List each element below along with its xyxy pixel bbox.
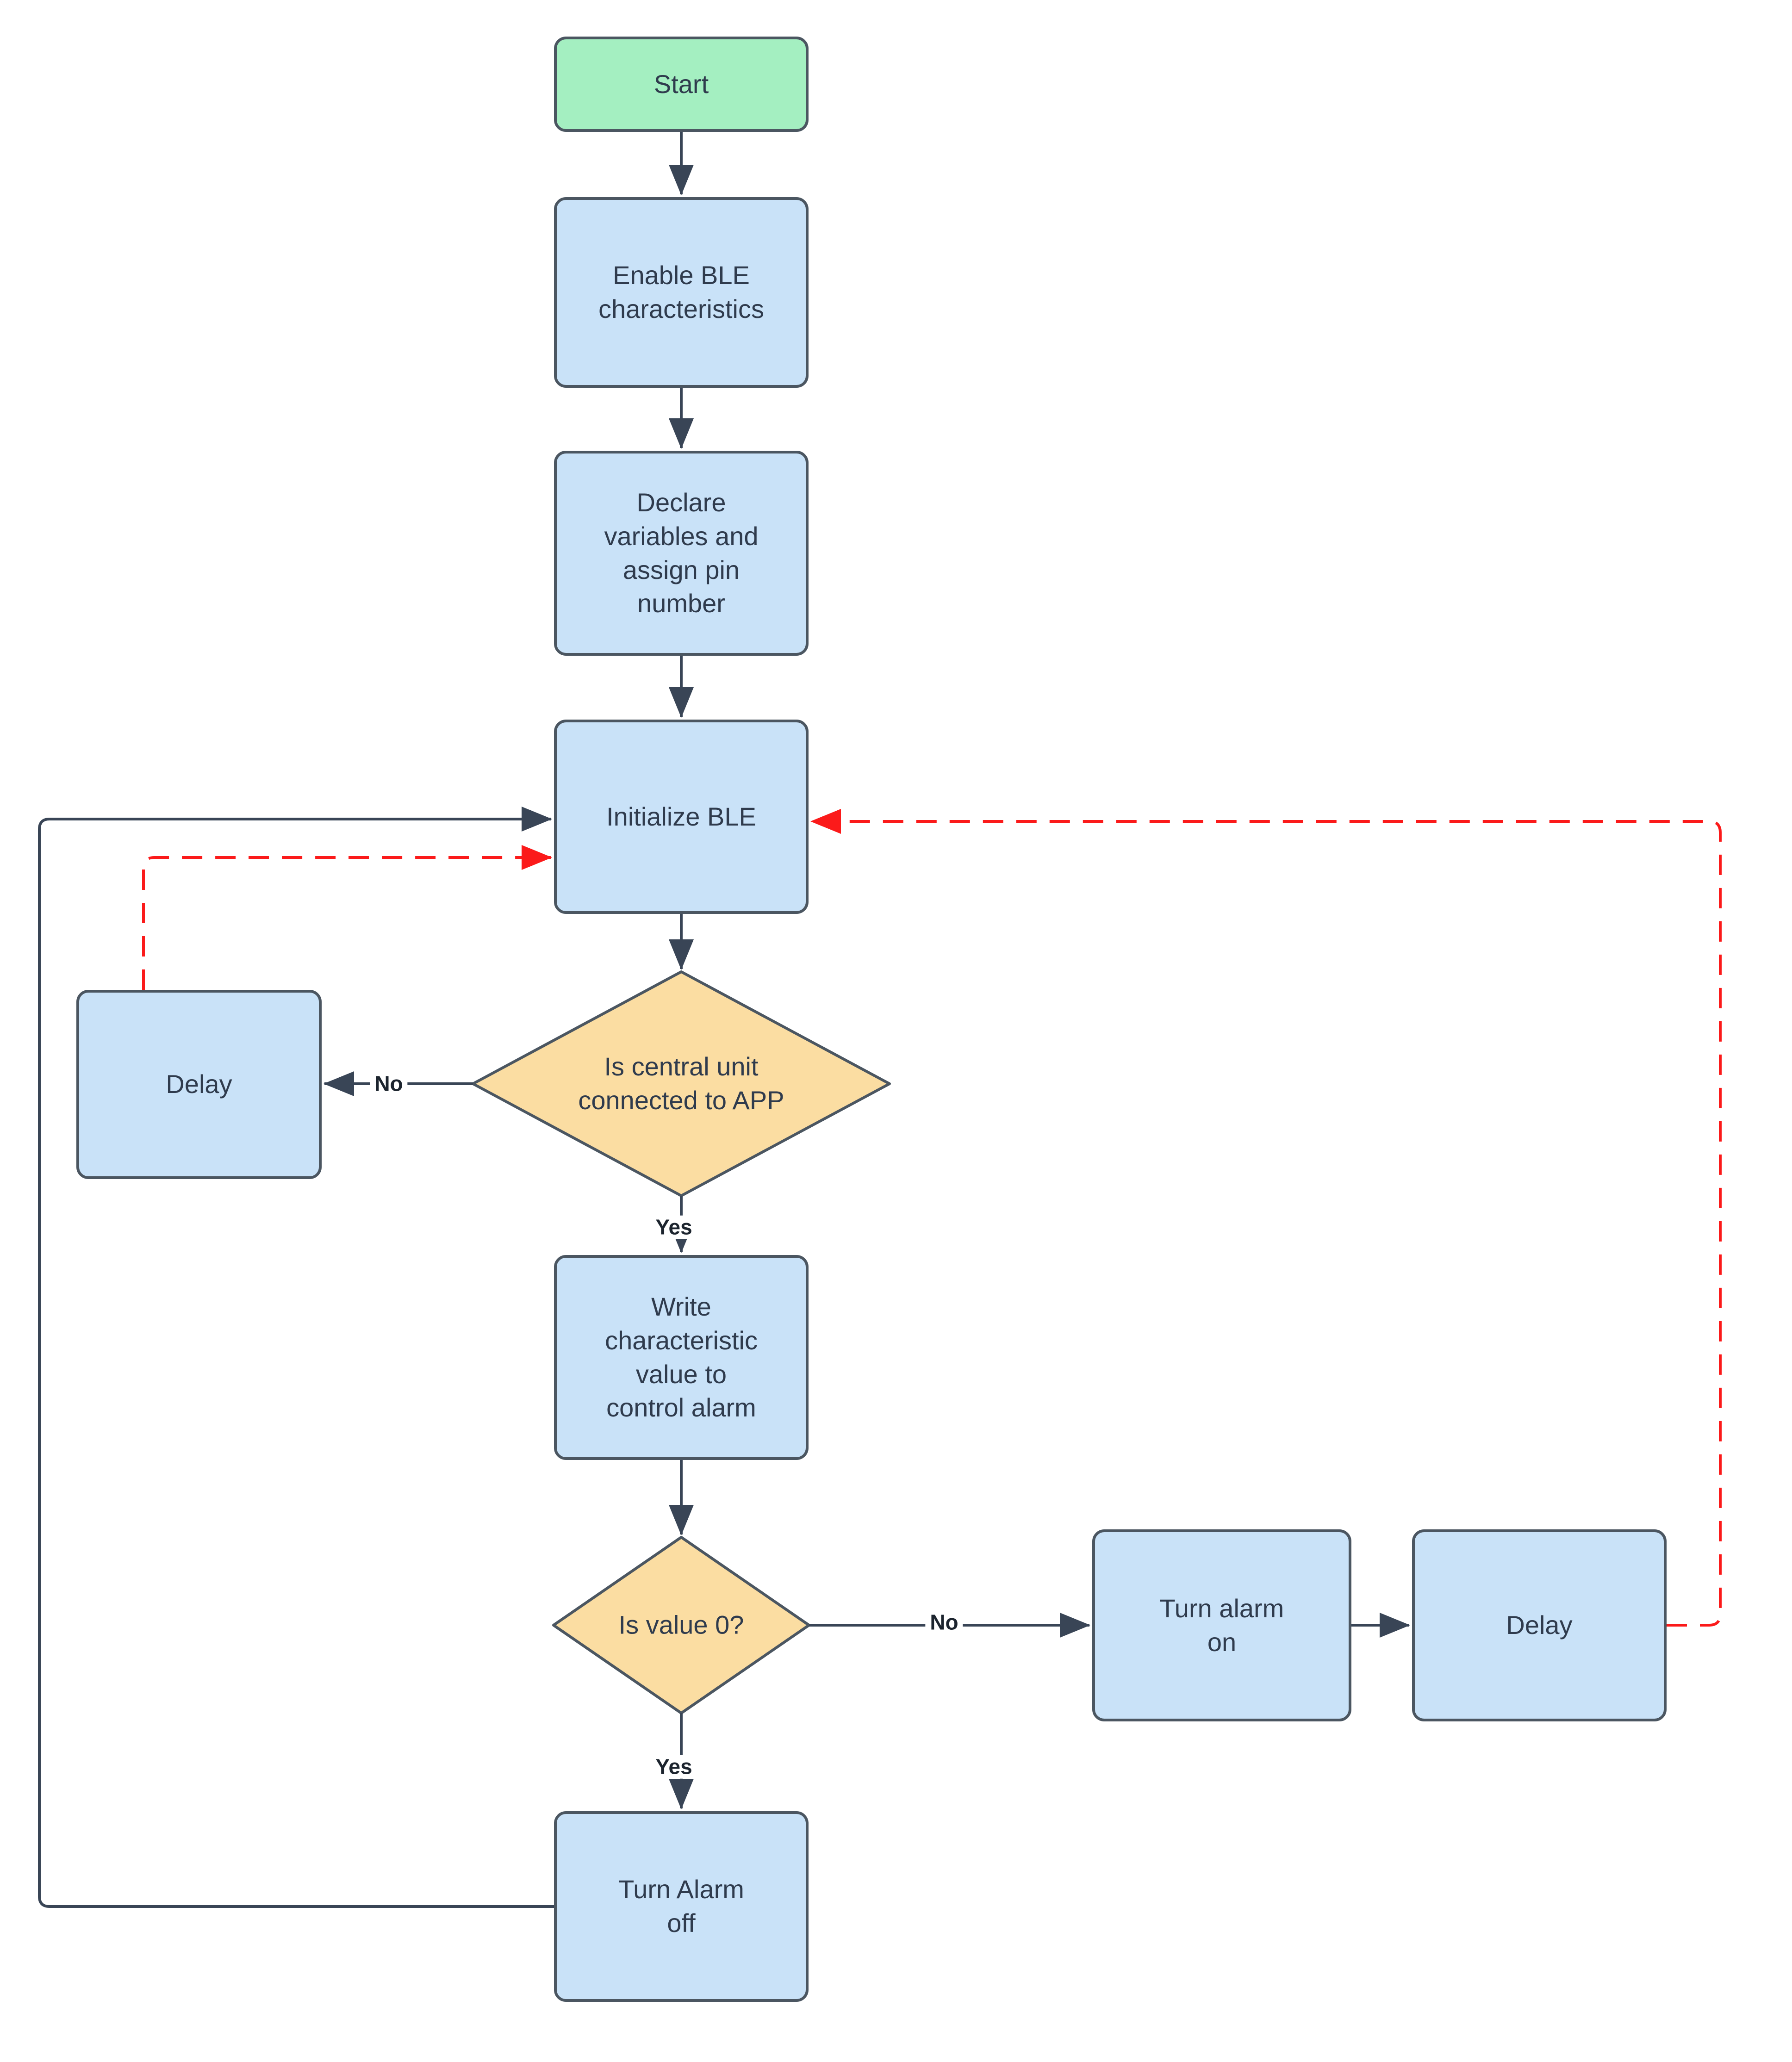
node-turn-alarm-off: Turn Alarm off	[554, 1811, 809, 2002]
edge-delayleft-red-to-init	[142, 845, 552, 990]
decision-is-value-0-label: Is value 0?	[618, 1610, 744, 1640]
edge-label-isvalue0-yes: Yes	[651, 1755, 697, 1779]
edge-label-isconnected-yes: Yes	[651, 1216, 697, 1239]
node-declare-variables: Declare variables and assign pin number	[554, 451, 809, 656]
edge-delayright-red-to-init	[810, 809, 1722, 1627]
node-delay-right: Delay	[1412, 1529, 1667, 1721]
node-start: Start	[554, 37, 809, 132]
node-initialize-ble: Initialize BLE	[554, 720, 809, 914]
edge-alarmoff-loop-to-init	[38, 807, 554, 1908]
node-write-characteristic: Write characteristic value to control al…	[554, 1255, 809, 1460]
edge-label-isconnected-no: No	[370, 1072, 408, 1096]
decision-is-connected-label: Is central unit connected to APP	[578, 1052, 784, 1115]
node-enable-ble: Enable BLE characteristics	[554, 197, 809, 388]
edge-label-isvalue0-no: No	[925, 1611, 963, 1634]
node-turn-alarm-on: Turn alarm on	[1092, 1529, 1351, 1721]
node-delay-left: Delay	[76, 990, 322, 1179]
